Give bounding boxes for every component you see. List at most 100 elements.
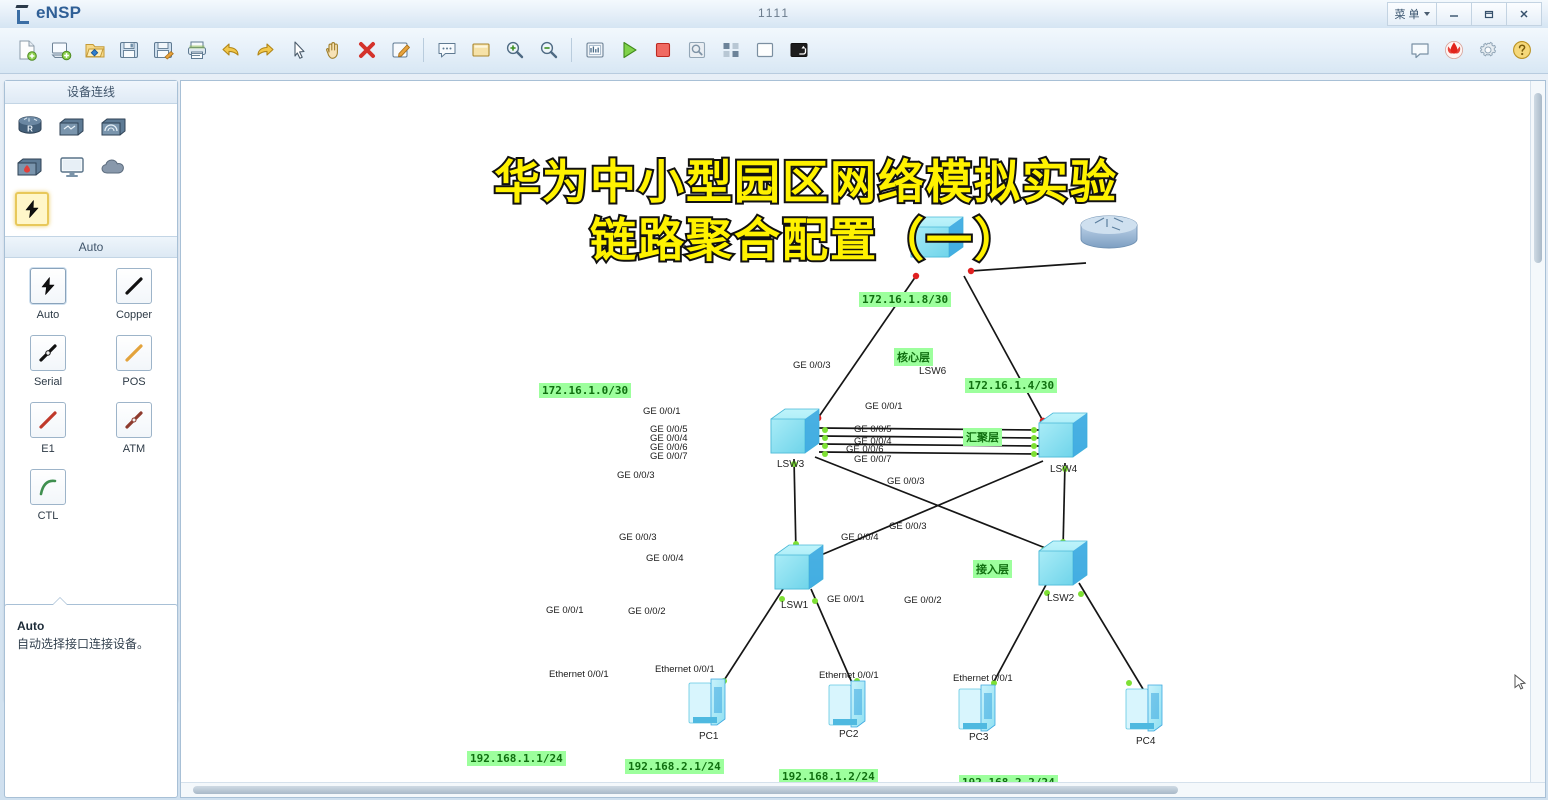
connection-device-icon[interactable] — [15, 192, 49, 226]
network-label: 172.16.1.4/30 — [965, 378, 1058, 393]
ctl-link-icon — [30, 469, 66, 505]
interface-label: GE 0/0/5 — [854, 424, 892, 435]
link-type-ctl[interactable]: CTL — [5, 469, 91, 522]
grid-icon[interactable] — [714, 34, 747, 66]
zoom-in-icon[interactable] — [498, 34, 531, 66]
router-device-icon[interactable]: R — [15, 112, 45, 142]
stop-all-icon[interactable] — [646, 34, 679, 66]
device-pc3[interactable] — [958, 684, 996, 732]
device-lsw1[interactable] — [774, 544, 824, 590]
interface-label: Ethernet 0/0/1 — [819, 670, 879, 681]
help-icon[interactable] — [1505, 34, 1538, 66]
cloud-device-icon[interactable] — [99, 152, 129, 182]
zoom-out-icon[interactable] — [532, 34, 565, 66]
print-icon[interactable] — [180, 34, 213, 66]
device-pc4[interactable] — [1125, 684, 1163, 732]
save-icon[interactable] — [112, 34, 145, 66]
device-lsw2[interactable] — [1038, 540, 1088, 586]
link-type-copper[interactable]: Copper — [91, 268, 177, 321]
capture-packet-icon[interactable] — [578, 34, 611, 66]
firewall-device-icon[interactable] — [15, 152, 45, 182]
port-indicators — [721, 267, 1132, 686]
close-button[interactable] — [1507, 2, 1542, 26]
window-title: 1111 — [757, 6, 791, 20]
link-panel-title: Auto — [5, 236, 177, 258]
open-folder-icon[interactable] — [78, 34, 111, 66]
e1-link-icon — [30, 402, 66, 438]
comment-icon[interactable] — [1403, 34, 1436, 66]
redo-icon[interactable] — [248, 34, 281, 66]
switch-device-icon[interactable] — [57, 112, 87, 142]
link-lsw6-lsw4 — [963, 275, 1044, 422]
link-type-grid: Auto Copper Serial — [5, 258, 177, 536]
link-type-auto[interactable]: Auto — [5, 268, 91, 321]
link-type-pos[interactable]: POS — [91, 335, 177, 388]
save-as-icon[interactable] — [146, 34, 179, 66]
interface-label: GE 0/0/1 — [546, 605, 584, 616]
topology-links — [720, 262, 1144, 690]
new-topology-icon[interactable] — [10, 34, 43, 66]
add-shape-icon[interactable] — [464, 34, 497, 66]
canvas-vertical-scrollbar[interactable] — [1530, 81, 1545, 783]
interface-label: GE 0/0/7 — [650, 451, 688, 462]
device-lsw6[interactable] — [910, 216, 964, 258]
settings-gear-icon[interactable] — [1471, 34, 1504, 66]
start-all-icon[interactable] — [612, 34, 645, 66]
console-icon[interactable] — [782, 34, 815, 66]
interface-label: GE 0/0/1 — [865, 401, 903, 412]
interface-label: GE 0/0/4 — [650, 433, 688, 444]
endpoint-device-icon[interactable] — [57, 152, 87, 182]
link-type-atm[interactable]: ATM — [91, 402, 177, 455]
maximize-button[interactable] — [1472, 2, 1507, 26]
device-name-pc2: PC2 — [839, 729, 859, 740]
device-router[interactable] — [1080, 215, 1138, 249]
interface-label: GE 0/0/2 — [904, 595, 942, 606]
info-description: 自动选择接口连接设备。 — [17, 637, 150, 651]
device-name-lsw3: LSW3 — [777, 459, 805, 470]
undo-icon[interactable] — [214, 34, 247, 66]
device-pc2[interactable] — [828, 680, 866, 728]
topology-canvas[interactable]: LSW6 LSW3 LSW4 LSW1 LSW2 PC1 PC2 PC3 PC4… — [181, 81, 1525, 790]
delete-icon[interactable] — [350, 34, 383, 66]
huawei-icon[interactable] — [1437, 34, 1470, 66]
interface-label: GE 0/0/4 — [841, 532, 879, 543]
interface-label: GE 0/0/4 — [854, 436, 892, 447]
link-type-serial[interactable]: Serial — [5, 335, 91, 388]
select-pointer-icon[interactable] — [282, 34, 315, 66]
blank-page-icon[interactable] — [748, 34, 781, 66]
title-bar: eNSP 1111 菜 单 — [0, 0, 1548, 29]
device-lsw3[interactable] — [770, 408, 820, 454]
add-text-icon[interactable] — [430, 34, 463, 66]
canvas-horizontal-scrollbar[interactable] — [181, 782, 1545, 797]
magnifier-icon[interactable] — [680, 34, 713, 66]
device-panel-title: 设备连线 — [5, 81, 177, 104]
topology-canvas-container[interactable]: LSW6 LSW3 LSW4 LSW1 LSW2 PC1 PC2 PC3 PC4… — [180, 80, 1546, 798]
device-lsw4[interactable] — [1038, 412, 1088, 458]
serial-link-icon — [30, 335, 66, 371]
new-device-icon[interactable] — [44, 34, 77, 66]
network-label: 192.168.1.2/24 — [779, 769, 878, 784]
link-agg-3 — [818, 443, 1040, 447]
info-panel: Auto 自动选择接口连接设备。 — [4, 598, 178, 798]
network-label: 192.168.2.1/24 — [625, 759, 724, 774]
vertical-scroll-thumb[interactable] — [1534, 93, 1542, 263]
wlan-device-icon[interactable] — [99, 112, 129, 142]
link-type-e1[interactable]: E1 — [5, 402, 91, 455]
horizontal-scroll-thumb[interactable] — [193, 786, 1178, 794]
interface-label: GE 0/0/6 — [846, 444, 884, 455]
edit-note-icon[interactable] — [384, 34, 417, 66]
device-pc1[interactable] — [688, 678, 726, 726]
toolbar-separator — [423, 38, 424, 62]
minimize-button[interactable] — [1437, 2, 1472, 26]
link-router-lsw6 — [970, 262, 1087, 272]
topology-diagram — [688, 215, 1163, 732]
device-name-lsw4: LSW4 — [1050, 464, 1078, 475]
auto-link-icon — [30, 268, 66, 304]
pan-hand-icon[interactable] — [316, 34, 349, 66]
interface-label: GE 0/0/5 — [650, 424, 688, 435]
toolbar-left-group — [10, 34, 815, 66]
window-controls: 菜 单 — [1387, 2, 1542, 26]
interface-label: GE 0/0/3 — [617, 470, 655, 481]
menu-button[interactable]: 菜 单 — [1387, 2, 1437, 26]
